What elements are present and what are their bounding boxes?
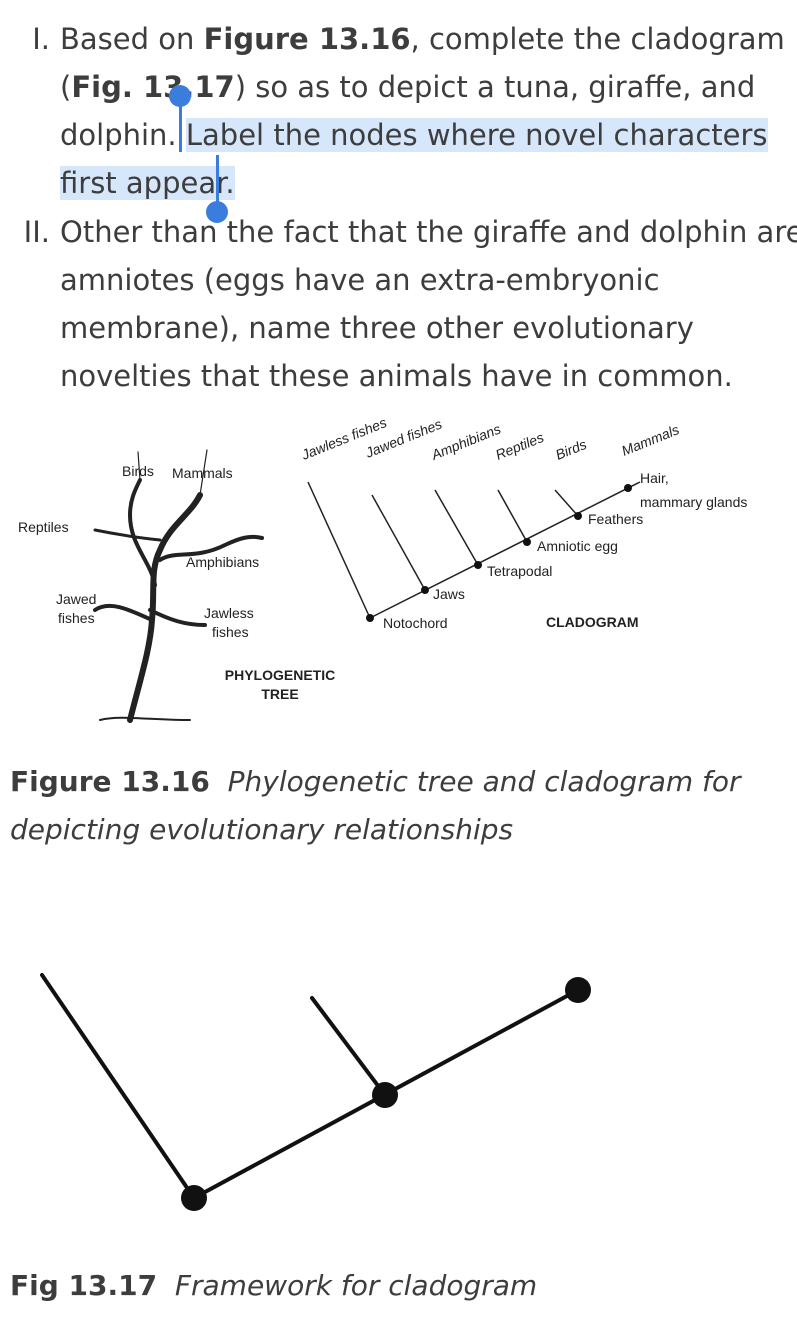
selection-start-handle-icon[interactable] bbox=[169, 85, 191, 107]
clado-node-amniotic-egg: Amniotic egg bbox=[537, 538, 618, 554]
tree-label-jawed-2: fishes bbox=[58, 610, 95, 626]
question-1-text[interactable]: Based on Figure 13.16, complete the clad… bbox=[60, 15, 785, 207]
question-1-number: I. bbox=[32, 22, 50, 56]
clado-node-feathers: Feathers bbox=[588, 511, 643, 527]
selection-end-handle-icon[interactable] bbox=[206, 201, 228, 223]
question-2-number: II. bbox=[23, 215, 50, 249]
question-2-line-3: membrane), name three other evolutionary bbox=[60, 311, 694, 345]
selection-end-caret bbox=[216, 155, 219, 205]
clado-node-hair-2: mammary glands bbox=[640, 494, 747, 510]
clado-node-hair-1: Hair, bbox=[640, 470, 669, 486]
question-2-line-1: Other than the fact that the giraffe and… bbox=[60, 215, 797, 249]
question-1-line-3: dolphin. Label the nodes where novel cha… bbox=[60, 118, 768, 152]
tree-label-jawed-1: Jawed bbox=[56, 591, 96, 607]
question-1-line-1: Based on Figure 13.16, complete the clad… bbox=[60, 22, 785, 56]
cladogram-node-dots bbox=[366, 484, 632, 622]
text-selection[interactable]: Label the nodes where novel characters bbox=[185, 118, 768, 152]
cladogram-lines bbox=[307, 481, 641, 619]
tree-label-mammals: Mammals bbox=[172, 465, 233, 481]
clado-node-notochord: Notochord bbox=[383, 615, 448, 631]
tree-title-line-2: TREE bbox=[261, 686, 298, 702]
question-1-line-4: first appear. bbox=[60, 159, 780, 207]
cladogram-title: CLADOGRAM bbox=[546, 614, 639, 630]
figure-13-16-caption: Figure 13.16 Phylogenetic tree and clado… bbox=[10, 765, 741, 846]
tree-label-amphibians: Amphibians bbox=[186, 554, 259, 570]
clado-node-jaws: Jaws bbox=[433, 586, 465, 602]
figure-13-17-framework bbox=[40, 973, 591, 1211]
clado-taxon-mammals: Mammals bbox=[619, 421, 681, 459]
question-2-line-2: amniotes (eggs have an extra-embryonic bbox=[60, 263, 660, 297]
tree-title-line-1: PHYLOGENETIC bbox=[225, 667, 335, 683]
tree-label-birds: Birds bbox=[122, 463, 154, 479]
text-selection-end[interactable]: first appear. bbox=[60, 166, 235, 200]
clado-node-tetrapodal: Tetrapodal bbox=[487, 563, 552, 579]
question-2-text[interactable]: Other than the fact that the giraffe and… bbox=[60, 208, 797, 400]
phylogenetic-tree-drawing bbox=[93, 449, 264, 723]
question-2-line-4: novelties that these animals have in com… bbox=[60, 359, 733, 393]
selection-start-caret bbox=[179, 100, 182, 152]
figure-13-16: Birds Mammals Reptiles Amphibians Jawed … bbox=[18, 420, 747, 723]
question-2: II. Other than the fact that the giraffe… bbox=[0, 208, 797, 408]
tree-label-reptiles: Reptiles bbox=[18, 519, 69, 535]
question-1-line-2: (Fig. 13.17) so as to depict a tuna, gir… bbox=[60, 70, 756, 104]
figure-13-17-caption: Fig 13.17 Framework for cladogram bbox=[10, 1269, 538, 1302]
tree-label-jawless-1: Jawless bbox=[204, 605, 254, 621]
tree-label-jawless-2: fishes bbox=[212, 624, 249, 640]
clado-taxon-birds: Birds bbox=[553, 436, 589, 463]
question-1: I. Based on Figure 13.16, complete the c… bbox=[0, 15, 797, 215]
